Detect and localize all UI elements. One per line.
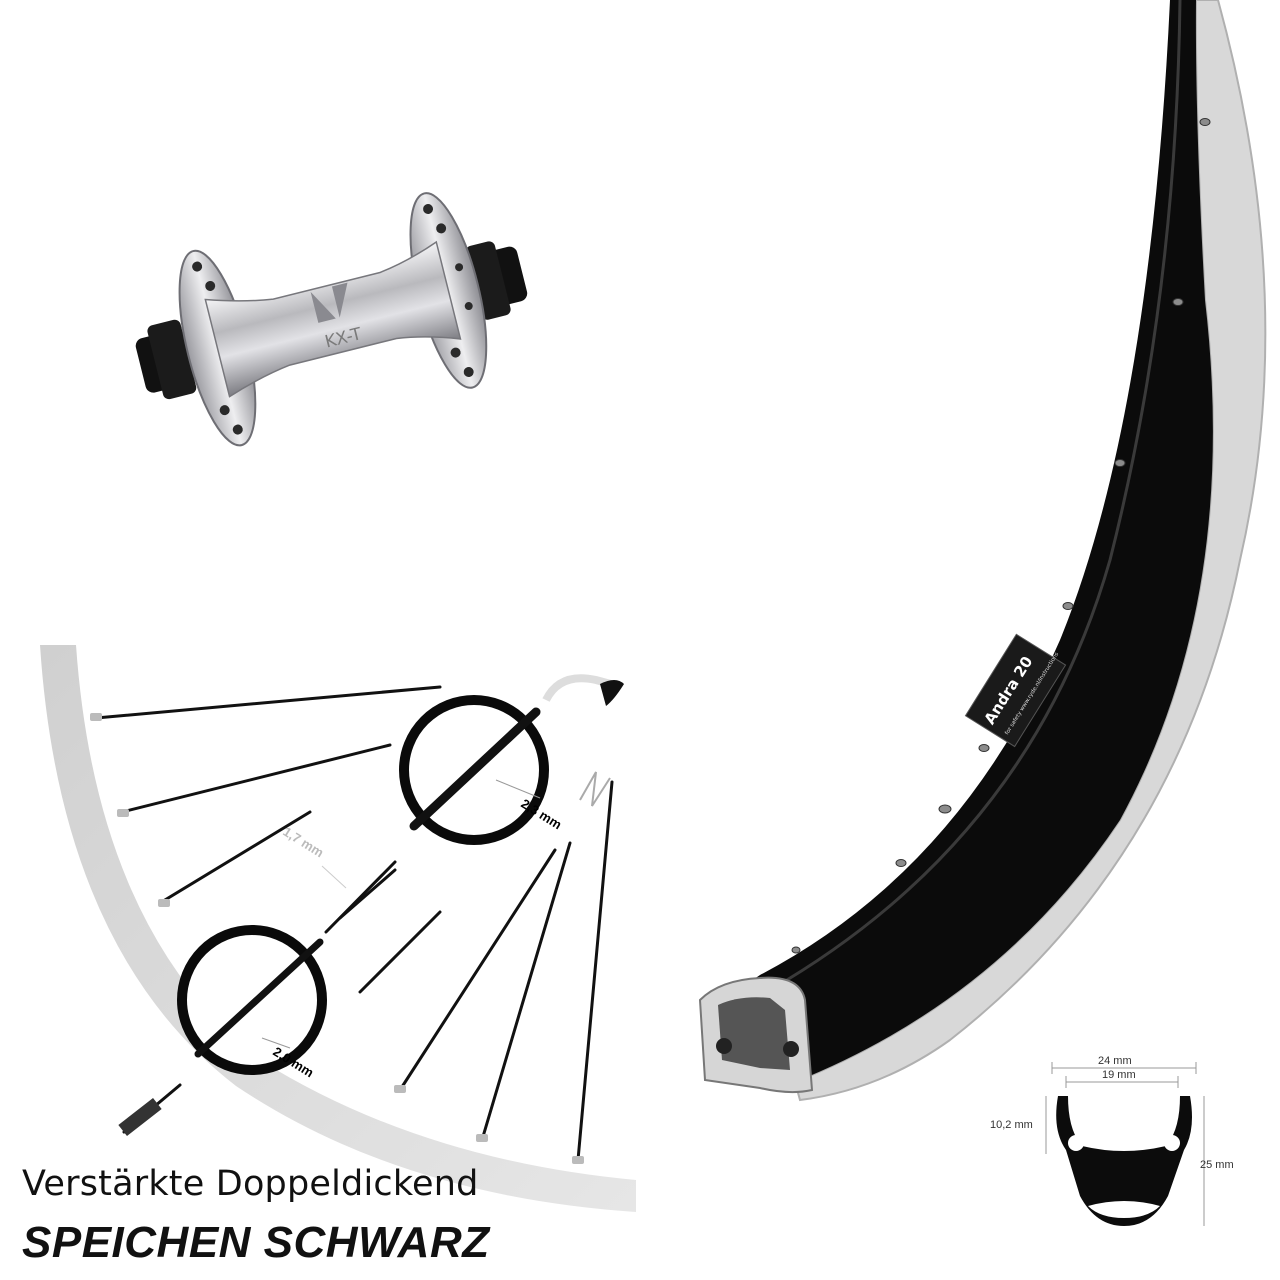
profile-inner-width: 19 mm	[1102, 1069, 1136, 1081]
profile-flange-height: 10,2 mm	[990, 1119, 1033, 1131]
spoke-middle-label: 1,7 mm	[280, 824, 326, 860]
profile-outer-width: 24 mm	[1098, 1055, 1132, 1067]
profile-total-height: 25 mm	[1200, 1159, 1234, 1171]
caption-line2: SPEICHEN SCHWARZ	[22, 1218, 490, 1267]
caption-line1: Verstärkte Doppeldickend	[22, 1164, 479, 1204]
